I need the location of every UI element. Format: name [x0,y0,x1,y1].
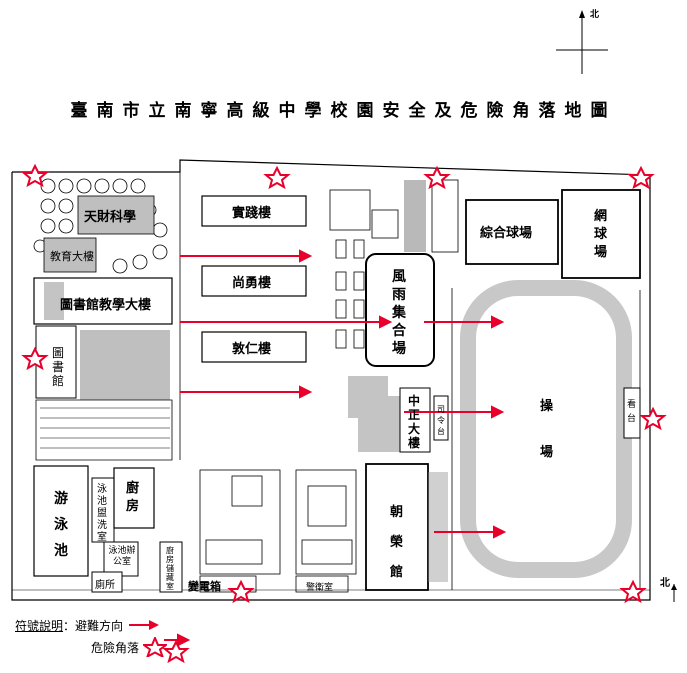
label-stand-left: 司令台 [437,405,445,436]
label-toilet: 廁所 [95,580,115,591]
label-library: 圖書館 [52,346,65,388]
label-stand-right: 看台 [627,400,637,424]
label-library-building: 圖書館教學大樓 [60,298,152,313]
legend-danger-label: 危險角落 [91,640,140,655]
label-dunren: 敦仁樓 [232,342,272,357]
label-zhongzheng: 中正大樓 [408,394,421,450]
label-pool-office: 泳池辦公室 [108,546,136,567]
label-kitchen-shed: 廚房儲藏室 [166,546,174,591]
label-pool-shower: 泳池盥洗室 [97,484,107,543]
legend-row-danger: 危險角落 [15,636,168,658]
label-shangyong: 尚勇樓 [232,276,272,291]
compass-north-label: 北 [590,10,600,20]
legend-evacuation-label: 避難方向 [75,618,124,633]
compass-north-label-secondary: 北 [660,578,670,589]
legend-separator: ： [63,618,76,633]
evacuation-arrow-icon [129,620,160,630]
label-kitchen: 廚房 [126,481,140,514]
label-zonghe: 綜合球場 [480,226,533,241]
label-guard: 警衛室 [306,583,334,593]
label-pool: 游泳池 [54,491,68,559]
label-fengyu: 風雨集合場 [392,269,406,357]
label-tiancai: 天財科學 [84,210,137,225]
label-shijian: 實踐樓 [232,206,272,221]
legend-row-evacuation: 符號說明 ： 避難方向 [15,614,167,636]
label-jiaoyu: 教育大樓 [50,250,94,263]
map-title: 臺南市立南寧高級中學校園安全及危險角落地圖 [70,101,617,121]
north-compass-icon [556,10,608,74]
legend-header: 符號說明 [15,618,64,633]
label-transformer: 變電箱 [188,580,221,593]
label-chaorong: 朝榮館 [390,505,404,580]
label-tennis: 網球場 [594,209,608,260]
danger-star-icon [143,637,168,657]
label-playground: 操場 [540,399,554,460]
legend: 符號說明 ： 避難方向 危險角落 [15,614,168,658]
